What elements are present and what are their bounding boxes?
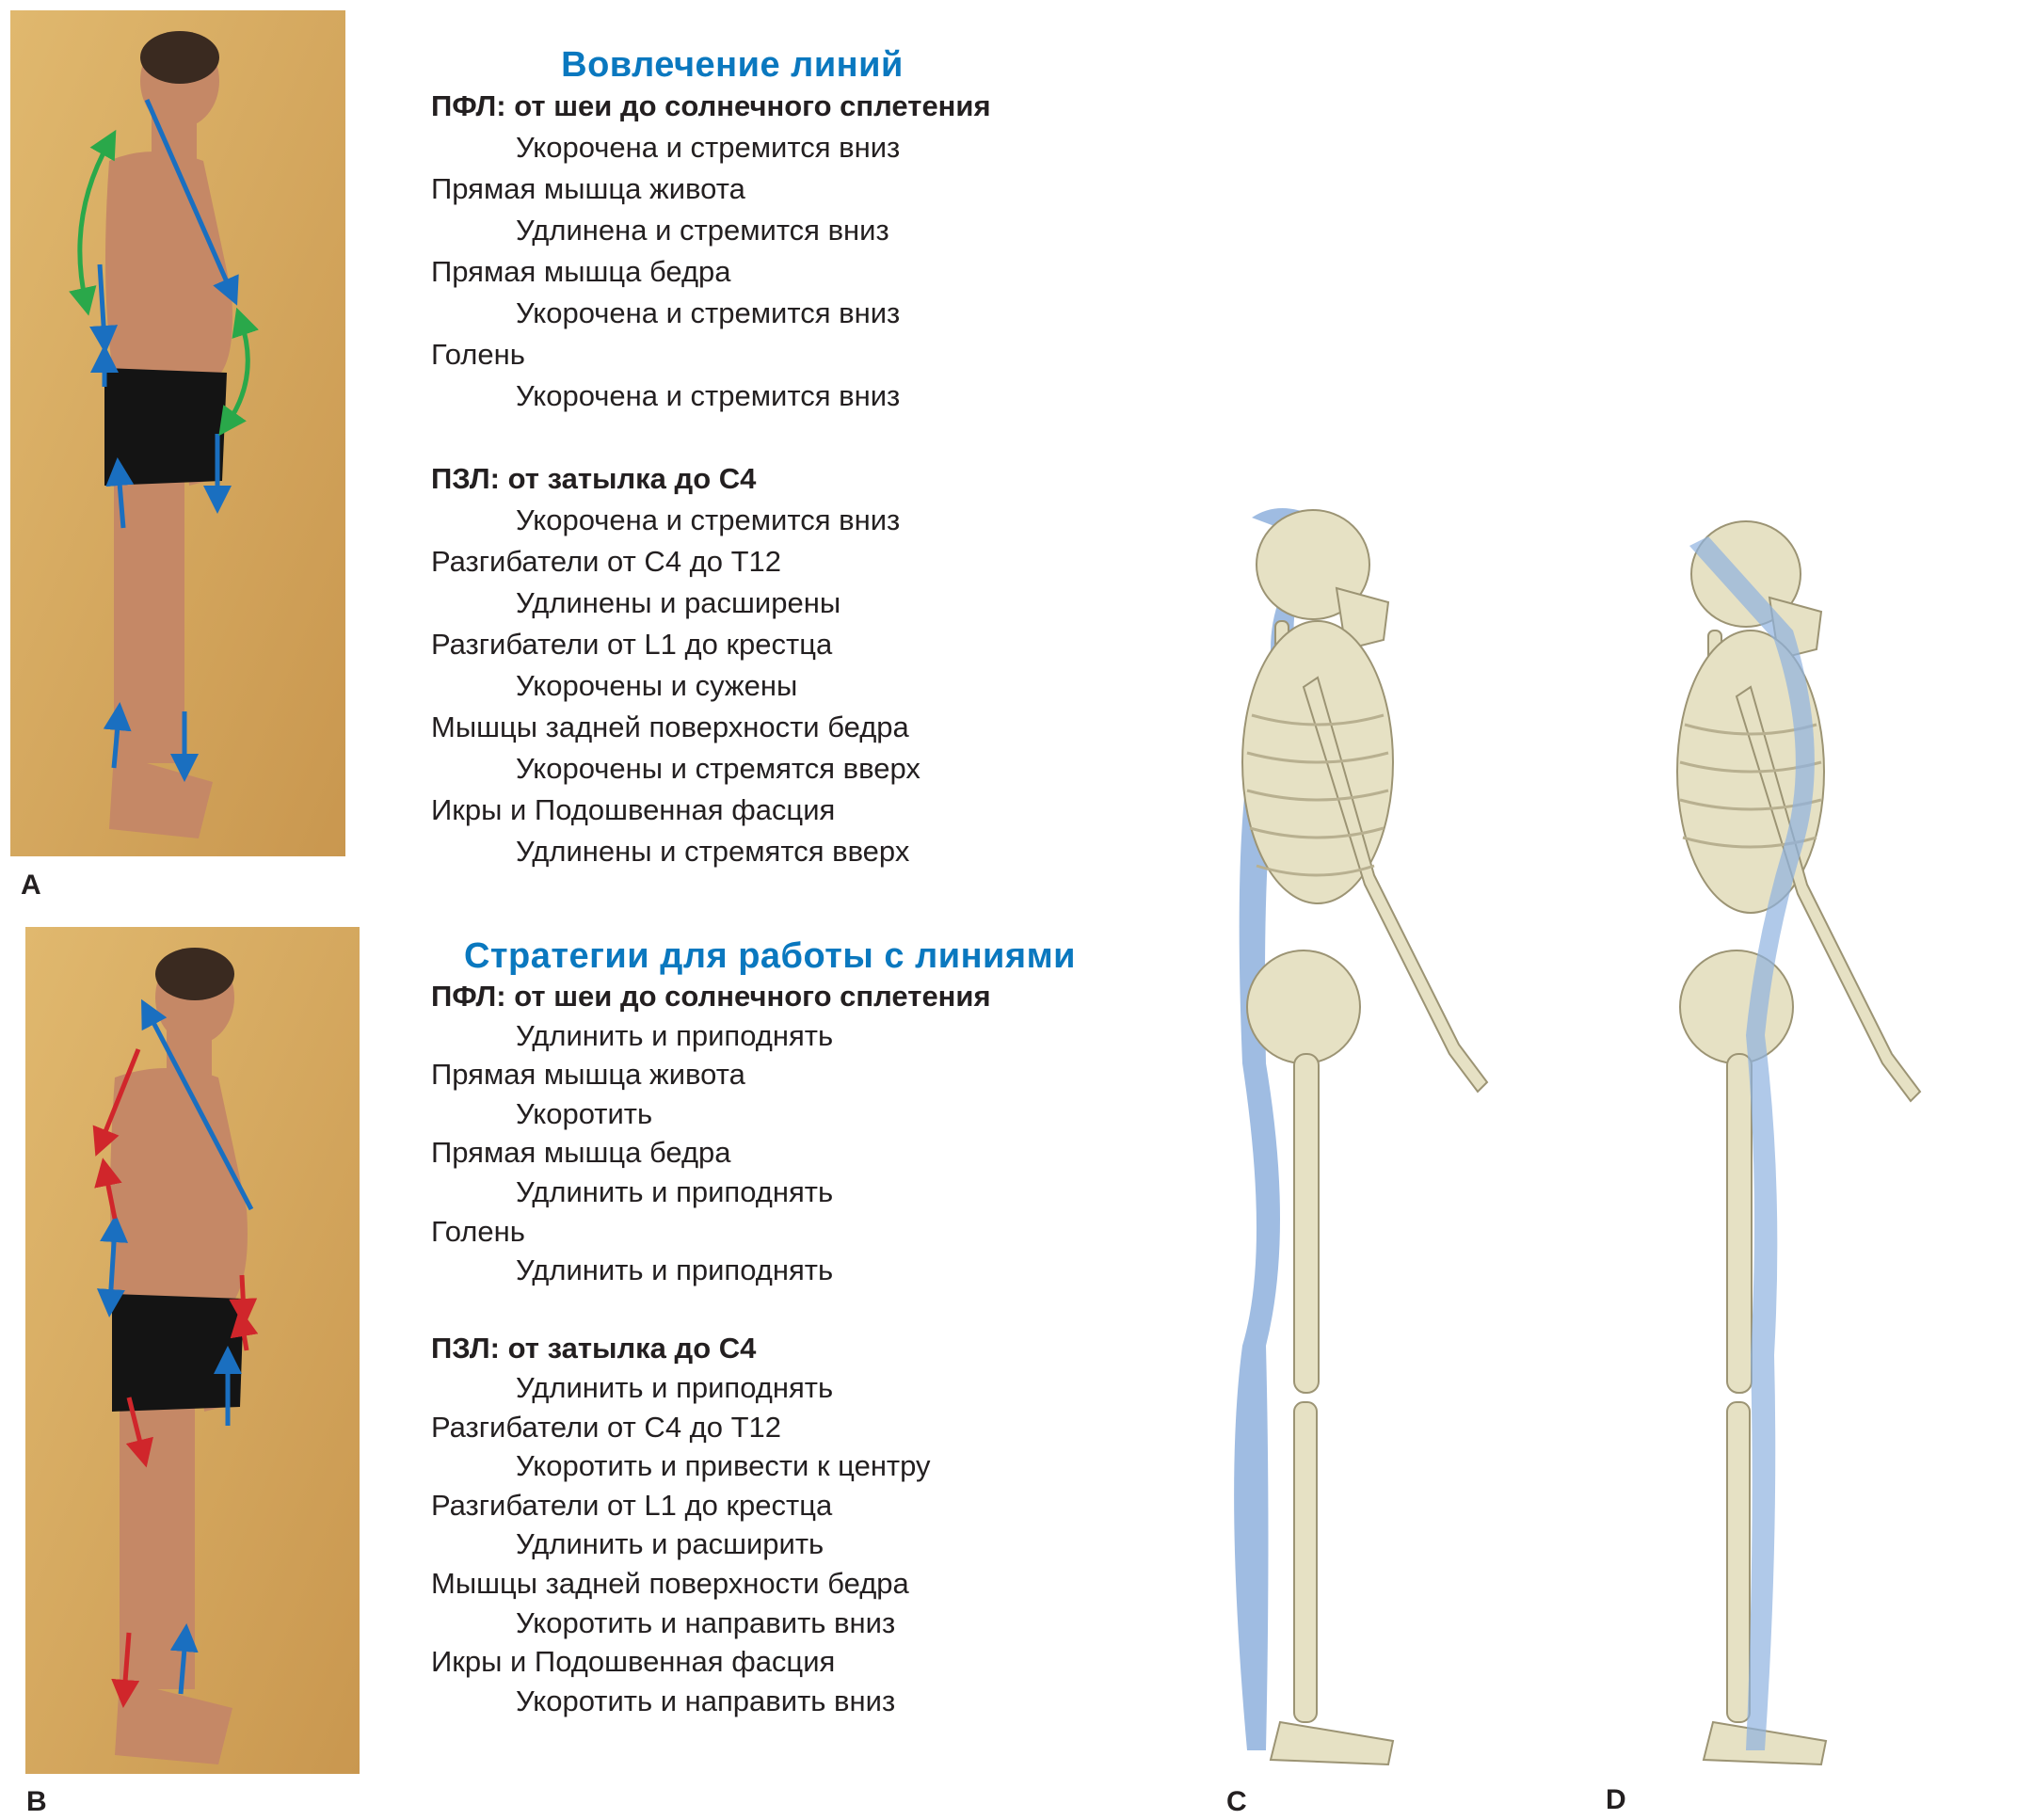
line-description: Удлинены и стремятся вверх [516, 835, 910, 868]
panel-label-d: D [1606, 1784, 1626, 1815]
line-description: Удлинить и приподнять [516, 1174, 834, 1208]
strategies-section: Стратегии для работы с линиями ПФЛ: от ш… [431, 936, 1090, 1720]
line-description: Удлинить и расширить [516, 1527, 824, 1561]
line-heading: ПЗЛ: от затылка до C4 [431, 462, 757, 495]
line-muscle: Голень [431, 338, 525, 371]
section-title-engagement: Вовлечение линий [561, 45, 904, 85]
line-description: Укоротить и привести к центру [516, 1449, 931, 1483]
line-muscle: Разгибатели от C4 до T12 [431, 545, 782, 578]
panel-label-b: B [26, 1786, 47, 1817]
photo-b [25, 927, 360, 1774]
line-muscle: Разгибатели от L1 до крестца [431, 1488, 833, 1522]
line-muscle: Прямая мышца бедра [431, 1136, 731, 1170]
line-muscle: Разгибатели от C4 до T12 [431, 1410, 782, 1444]
line-muscle: Прямая мышца бедра [431, 255, 731, 288]
engagement-section: Вовлечение линий ПФЛ: от шеи до солнечно… [431, 45, 1090, 872]
panel-label-a: A [21, 870, 41, 901]
line-muscle: Икры и Подошвенная фасция [431, 793, 836, 826]
line-description: Укорочена и стремится вниз [516, 379, 901, 412]
line-description: Удлинить и приподнять [516, 1018, 834, 1052]
line-description: Укоротить и направить вниз [516, 1684, 896, 1717]
line-muscle: Прямая мышца живота [431, 1058, 745, 1092]
line-muscle: Мышцы задней поверхности бедра [431, 710, 909, 743]
line-heading: ПФЛ: от шеи до солнечного сплетения [431, 980, 991, 1013]
line-description: Удлинить и приподнять [516, 1370, 834, 1404]
skeleton-illustration-d [1652, 508, 2017, 1793]
spacer [431, 417, 1090, 458]
line-description: Укоротить и направить вниз [516, 1605, 896, 1639]
line-description: Удлинены и расширены [516, 586, 841, 619]
line-muscle: Мышцы задней поверхности бедра [431, 1566, 909, 1600]
line-description: Укорочена и стремится вниз [516, 503, 901, 536]
line-description: Удлинить и приподнять [516, 1253, 834, 1287]
photo-a [10, 10, 345, 856]
line-muscle: Прямая мышца живота [431, 172, 745, 205]
skeleton [1241, 509, 1489, 1766]
line-description: Удлинена и стремится вниз [516, 214, 889, 247]
line-description: Укорочена и стремится вниз [516, 296, 901, 329]
line-description: Укорочены и сужены [516, 669, 798, 702]
line-heading: ПЗЛ: от затылка до C4 [431, 1332, 757, 1365]
shorts [104, 368, 227, 486]
skeleton-illustration-c [1214, 499, 1609, 1793]
line-description: Укорочены и стремятся вверх [516, 752, 920, 785]
spacer [431, 1290, 1090, 1330]
line-muscle: Голень [431, 1214, 525, 1248]
hair [140, 31, 219, 84]
panel-label-c: C [1226, 1786, 1247, 1817]
line-muscle: Икры и Подошвенная фасция [431, 1645, 836, 1679]
line-description: Укоротить [516, 1096, 653, 1130]
section-title-strategies: Стратегии для работы с линиями [463, 936, 1077, 976]
line-heading: ПФЛ: от шеи до солнечного сплетения [431, 89, 991, 122]
line-muscle: Разгибатели от L1 до крестца [431, 628, 833, 661]
line-description: Укорочена и стремится вниз [516, 131, 901, 164]
